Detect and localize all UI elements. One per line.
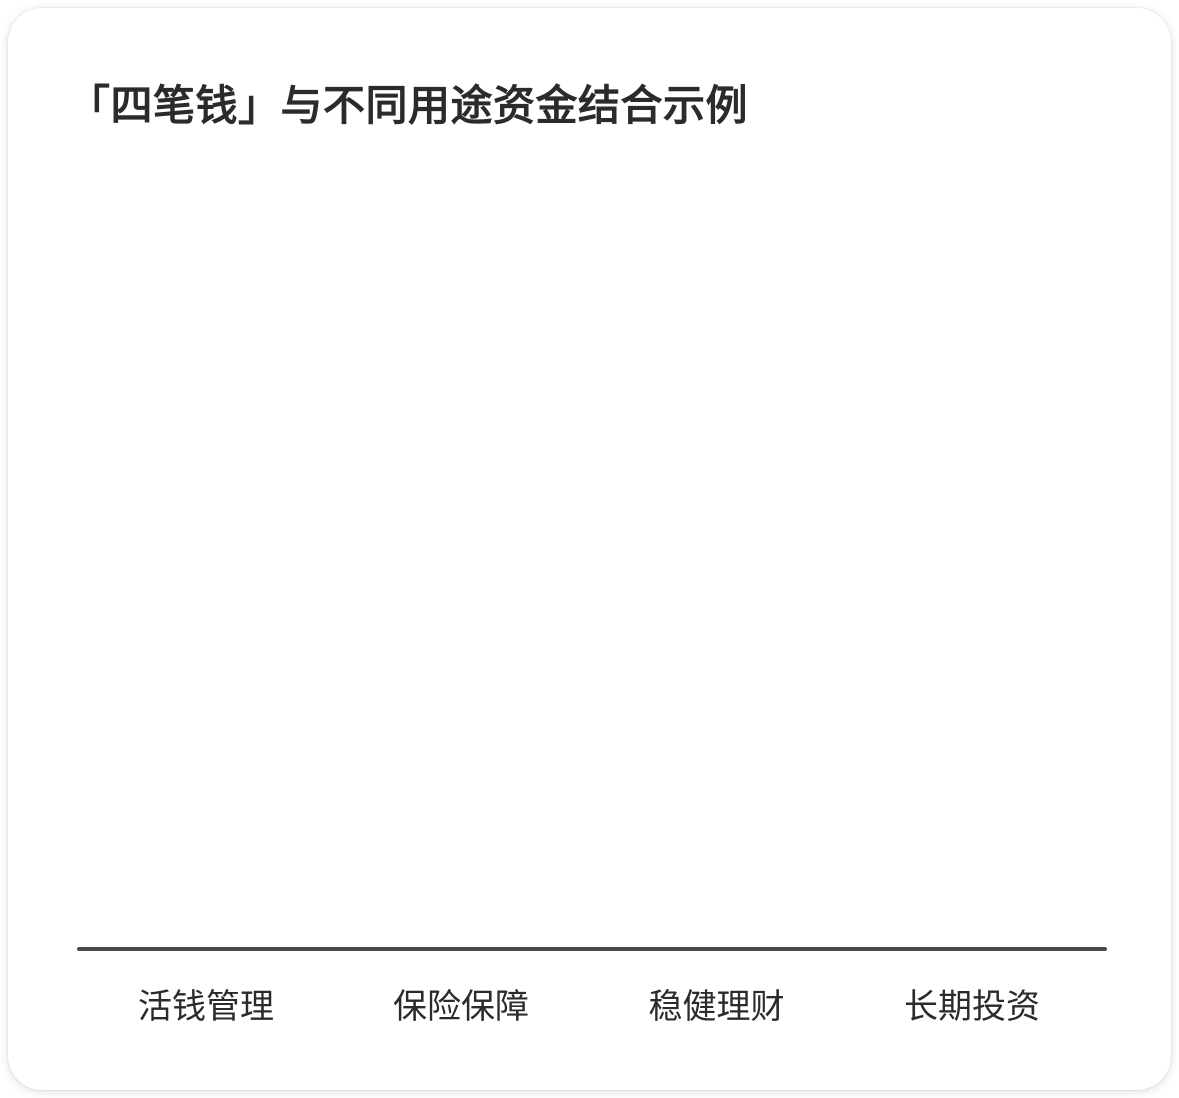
page-title: 「四笔钱」与不同用途资金结合示例 bbox=[68, 82, 749, 129]
chart-card: 「四笔钱」与不同用途资金结合示例 本月开支 生活备用金 意外险 医疗险 重疾险 … bbox=[8, 8, 1171, 1090]
axis-label-huoqianguanli: 活钱管理 bbox=[138, 988, 274, 1026]
axis-label-changqitouzi: 长期投资 bbox=[904, 988, 1040, 1026]
axis-baseline bbox=[77, 947, 1107, 951]
axis-label-wenjianlicai: 稳健理财 bbox=[648, 988, 785, 1026]
chart-plot-area: 本月开支 生活备用金 意外险 医疗险 重疾险 定寿险 买车的钱 旅行基金 买房首… bbox=[8, 8, 1171, 1090]
axis-label-baoxianbaozhang: 保险保障 bbox=[393, 988, 529, 1026]
